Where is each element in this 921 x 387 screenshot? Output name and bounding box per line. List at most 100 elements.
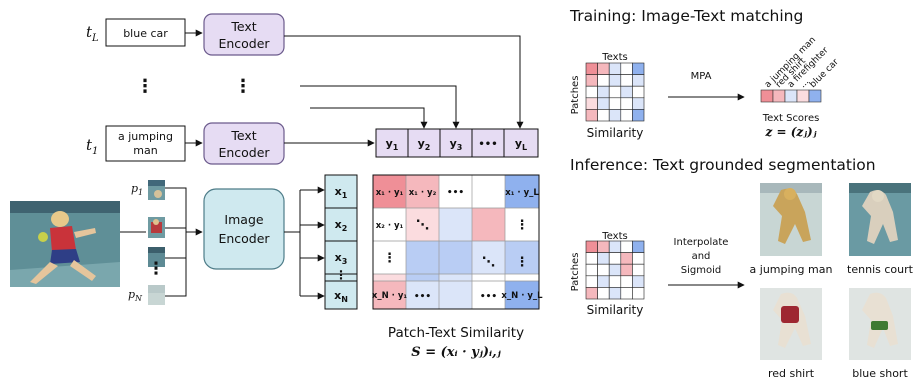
cell-r1c4: ⋮ (516, 218, 529, 233)
infer-grid-cell (597, 252, 610, 265)
train-grid-cell (608, 97, 622, 110)
inference-title: Inference: Text grounded segmentation (570, 156, 876, 174)
bottom-text-line2: man (133, 144, 157, 157)
text-scores: a jumping man red shirt a firefighter ..… (760, 35, 841, 139)
arrow-mid-encoder-to-y3 (300, 85, 460, 129)
inference-similarity-label: Similarity (587, 303, 644, 317)
cell-r3c4: ⋮ (516, 255, 529, 270)
text-encoder-bottom-line2: Encoder (218, 145, 270, 160)
patch-embedding-column: x1 x2 x3 ⋮ xN (324, 174, 358, 310)
mask-caption-red-shirt: red shirt (768, 367, 815, 380)
y3-label: y3 (450, 137, 463, 152)
infer-grid-cell (608, 275, 622, 288)
cell-r4c0: x_N · y₁ (372, 291, 408, 301)
train-grid-cell (620, 109, 633, 122)
train-grid-cell (597, 97, 610, 110)
mask-red-shirt: red shirt (760, 288, 822, 380)
inference-arrow-line2: and (692, 251, 711, 262)
train-grid-cell (585, 62, 598, 75)
inference-similarity-matrix: Texts Patches Similarity (570, 231, 645, 317)
infer-grid-cell (620, 275, 633, 288)
infer-grid-cell (620, 263, 633, 277)
text-embedding-row: y1 y2 y3 ••• yL (375, 128, 539, 158)
arrow-top-encoder-to-yL (284, 35, 524, 129)
train-grid-cell (597, 62, 610, 75)
text-encoder-bottom-line1: Text (230, 128, 256, 143)
inference-grid (585, 240, 645, 300)
infer-grid-cell (632, 240, 645, 253)
train-grid-cell (608, 74, 622, 87)
train-grid-cell (597, 74, 610, 87)
train-grid-cell (585, 85, 598, 99)
arrow-mid-encoder-to-y2 (310, 107, 428, 129)
train-grid-cell (632, 74, 645, 87)
train-grid-cell (620, 62, 633, 75)
text-input-dots: ⋮ (136, 76, 154, 97)
infer-grid-cell (608, 287, 622, 300)
y-dots-label: ••• (478, 139, 497, 150)
text-input-top: tL blue car (86, 18, 186, 47)
mask-blue-short: blue short (849, 288, 911, 380)
tennis-input-image (10, 201, 120, 287)
patch-pN: pN (128, 285, 165, 305)
cell-r0c4: x₁ · y_L (505, 188, 539, 198)
similarity-caption-title: Patch-Text Similarity (388, 325, 524, 341)
image-encoder-line1: Image (224, 212, 263, 227)
text-scores-formula: z = (zⱼ)ⱼ (765, 125, 817, 139)
train-grid-cell (632, 97, 645, 110)
train-grid-cell (585, 74, 598, 87)
train-grid-cell (585, 97, 598, 110)
text-input-bottom: t1 a jumping man (86, 125, 186, 162)
train-grid-cell (597, 109, 610, 122)
infer-grid-cell (632, 252, 645, 265)
train-grid-cell (608, 62, 622, 75)
y2-label: y2 (418, 137, 431, 152)
cell-r0c1: x₁ · y₂ (409, 188, 437, 198)
x-dots-label: ⋮ (335, 268, 347, 282)
cell-r4c3: ••• (480, 292, 497, 302)
bottom-text-line1: a jumping (118, 130, 173, 143)
similarity-caption-formula: S = (xᵢ · yⱼ)ᵢ,ⱼ (411, 345, 501, 360)
cell-r3c2: ⋱ (482, 255, 495, 270)
patch-p1-label: p1 (131, 182, 143, 197)
text-encoder-top: Text Encoder (203, 13, 285, 56)
patch-pN-label: pN (128, 288, 143, 303)
infer-grid-cell (585, 275, 598, 288)
train-grid-cell (632, 62, 645, 75)
mask-caption-jumping-man: a jumping man (750, 263, 833, 276)
text-embedding-cell-L (503, 128, 539, 158)
infer-grid-cell (632, 287, 645, 300)
text-encoder-bottom: Text Encoder (203, 122, 285, 165)
bottom-text-box (105, 125, 186, 162)
patch-p3 (148, 247, 165, 267)
infer-grid-cell (632, 263, 645, 277)
infer-grid-cell (608, 240, 622, 253)
similarity-matrix: x₁ · y₁ x₁ · y₂ ••• x₁ · y_L x₂ · y₁ ⋱ ⋮… (372, 174, 543, 310)
infer-grid-cell (585, 287, 598, 300)
text-embedding-cell-1 (375, 128, 409, 158)
train-grid-cell (632, 85, 645, 99)
mask-caption-tennis-court: tennis court (847, 263, 914, 276)
infer-grid-cell (620, 287, 633, 300)
player-blue-short (50, 249, 80, 264)
x2-label: x2 (335, 218, 348, 233)
train-grid-cell (597, 85, 610, 99)
infer-grid-cell (597, 263, 610, 277)
train-grid-cell (585, 109, 598, 122)
top-text-var: tL (86, 23, 99, 44)
patch-p2 (148, 217, 165, 238)
mask-jumping-man: a jumping man (750, 183, 833, 276)
training-arrow-label: MPA (691, 71, 712, 82)
train-grid-cell (620, 85, 633, 99)
top-text-label: blue car (123, 27, 168, 40)
patch-bracket (165, 187, 187, 297)
training-texts-label: Texts (601, 52, 627, 63)
infer-grid-cell (608, 252, 622, 265)
text-embedding-cell-3 (439, 128, 473, 158)
cell-r2c0: ⋮ (383, 251, 396, 266)
training-grid (585, 62, 645, 122)
train-grid-cell (608, 85, 622, 99)
y1-label: y1 (386, 137, 399, 152)
player-head (51, 211, 69, 227)
tennis-racket (38, 232, 48, 242)
